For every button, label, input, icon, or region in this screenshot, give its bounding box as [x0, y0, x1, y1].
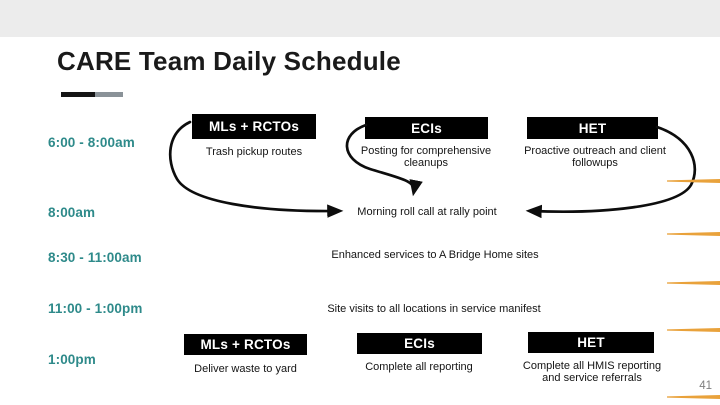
arrow-het-to-rollcall-icon — [525, 125, 697, 219]
orange-dash-2 — [667, 232, 720, 236]
morning-header-het: HET — [527, 117, 658, 139]
afternoon-task-mls-rctos: Deliver waste to yard — [194, 363, 297, 375]
orange-dash-3 — [667, 281, 720, 285]
shared-row-site-visits: Site visits to all locations in service … — [327, 303, 541, 315]
morning-task-ecis: Posting for comprehensive cleanups — [360, 145, 492, 169]
afternoon-header-ecis: ECIs — [357, 333, 482, 354]
morning-task-het: Proactive outreach and client followups — [524, 145, 666, 169]
top-strip — [0, 0, 720, 37]
time-slot-1pm: 1:00pm — [48, 352, 96, 367]
orange-dash-1 — [667, 179, 720, 183]
time-slot-830-11am: 8:30 - 11:00am — [48, 250, 142, 265]
time-slot-11-1pm: 11:00 - 1:00pm — [48, 301, 143, 316]
page-number: 41 — [699, 380, 712, 392]
morning-task-mls-rctos: Trash pickup routes — [205, 146, 303, 158]
morning-header-mls-rctos: MLs + RCTOs — [192, 114, 316, 139]
time-slot-8am: 8:00am — [48, 205, 96, 220]
morning-header-ecis: ECIs — [365, 117, 488, 139]
time-slot-6-8am: 6:00 - 8:00am — [48, 135, 135, 150]
shared-row-morning-roll-call: Morning roll call at rally point — [357, 206, 497, 218]
afternoon-task-ecis: Complete all reporting — [365, 361, 473, 373]
slide-title: CARE Team Daily Schedule — [57, 46, 401, 76]
afternoon-task-het: Complete all HMIS reporting and service … — [522, 360, 662, 384]
title-accent-bar-dark — [61, 92, 95, 97]
title-accent-bar-gray — [95, 92, 123, 97]
afternoon-header-mls-rctos: MLs + RCTOs — [184, 334, 307, 355]
afternoon-header-het: HET — [528, 332, 654, 353]
title-accent-bar — [61, 92, 123, 97]
shared-row-enhanced-services: Enhanced services to A Bridge Home sites — [331, 249, 539, 261]
orange-dash-4 — [667, 328, 720, 332]
orange-dash-5 — [667, 395, 720, 399]
